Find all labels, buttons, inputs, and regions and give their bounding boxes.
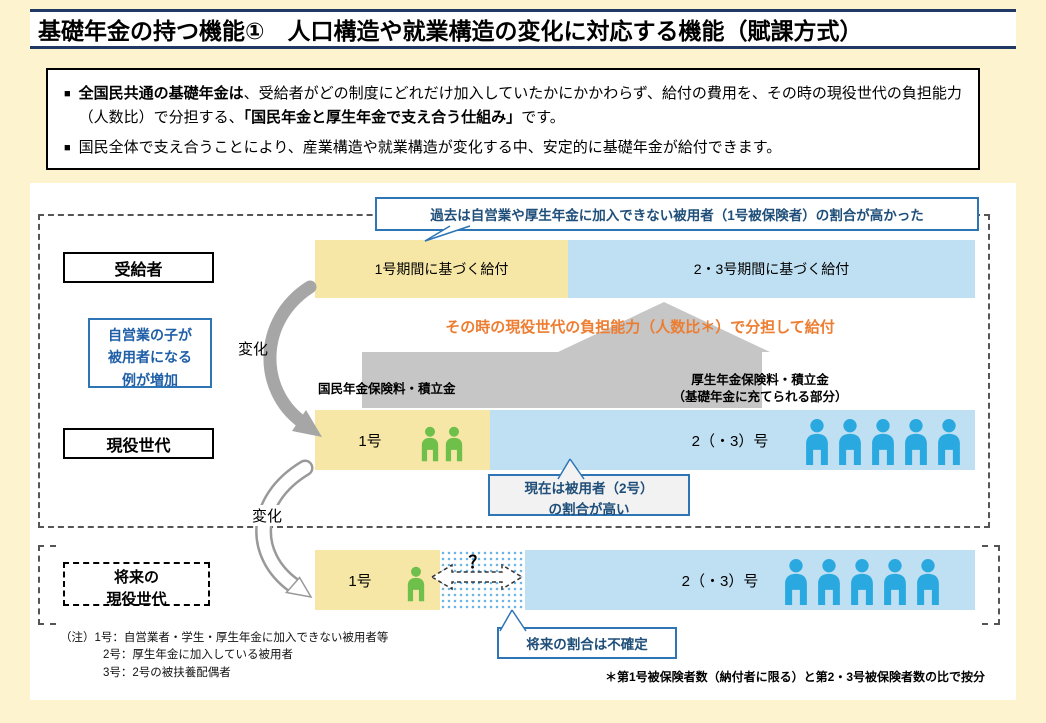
- footnote-line2: 2号：厚生年金に加入している被用者: [103, 649, 294, 662]
- workers-type23-label: 2（・3）号: [691, 433, 769, 450]
- recipients-label-box: 受給者: [63, 252, 214, 283]
- future-type23-label: 2（・3）号: [681, 573, 759, 590]
- bullet-square-icon: ■: [64, 88, 71, 100]
- page-title-bar: 基礎年金の持つ機能① 人口構造や就業構造の変化に対応する機能（賦課方式）: [30, 9, 1016, 49]
- intro-box: ■ 全国民共通の基礎年金は、受給者がどの制度にどれだけ加入していたかにかかわらず…: [46, 68, 980, 170]
- question-mark: ？: [468, 553, 486, 572]
- recipients-bar-type23-label: 2・3号期間に基づく給付: [693, 261, 850, 277]
- workers-type1-label: 1号: [358, 433, 382, 450]
- page-title: 基礎年金の持つ機能① 人口構造や就業構造の変化に対応する機能（賦課方式）: [38, 18, 863, 44]
- intro-bullet-2-text: 国民全体で支え合うことにより、産業構造や就業構造が変化する中、安定的に基礎年金が…: [78, 139, 782, 156]
- future-blue-persons: [782, 559, 942, 605]
- workers-label-box: 現役世代: [63, 428, 214, 459]
- workers-green-persons: [420, 424, 464, 464]
- intro-bullet-2: ■ 国民全体で支え合うことにより、産業構造や就業構造が変化する中、安定的に基礎年…: [64, 136, 962, 160]
- recipients-bar-type1: 1号期間に基づく給付: [315, 240, 568, 298]
- change-label-bottom: 変化: [252, 505, 298, 526]
- person-icon: [872, 419, 894, 465]
- person-icon: [407, 566, 425, 602]
- change-label-top: 変化: [238, 341, 269, 358]
- contribution-left-label: 国民年金保険料・積立金: [318, 382, 456, 396]
- recipients-bar-type23: 2・3号期間に基づく給付: [568, 240, 975, 298]
- person-icon: [445, 426, 463, 462]
- self-employed-callout-line3: 例が増加: [122, 371, 178, 388]
- current-ratio-callout: 現在は被用者（2号） の割合が高い: [488, 474, 690, 517]
- person-icon: [421, 426, 439, 462]
- future-type1-label: 1号: [348, 573, 372, 590]
- intro-bullet-1: ■ 全国民共通の基礎年金は、受給者がどの制度にどれだけ加入していたかにかかわらず…: [64, 82, 962, 130]
- contribution-right-label: 厚生年金保険料・積立金 （基礎年金に充てられる部分）: [635, 372, 885, 406]
- person-icon: [785, 559, 807, 605]
- future-workers-label-box: 将来の 現役世代: [63, 562, 210, 608]
- footnote-line3: 3号：2号の被扶養配偶者: [103, 666, 231, 679]
- allocation-note: その時の現役世代の負担能力（人数比＊）で分担して給付: [445, 319, 835, 336]
- footnote-line1: （注）1号：自営業者・学生・厚生年金に加入できない被用者等: [60, 632, 389, 644]
- person-icon: [905, 419, 927, 465]
- past-callout-text: 過去は自営業や厚生年金に加入できない被用者（1号被保険者）の割合が高かった: [430, 208, 924, 223]
- recipients-bar-type1-label: 1号期間に基づく給付: [374, 261, 509, 277]
- future-ratio-text: 将来の割合は不確定: [526, 637, 648, 652]
- future-ratio-callout: 将来の割合は不確定: [497, 627, 677, 659]
- contribution-right-line1: 厚生年金保険料・積立金: [691, 373, 829, 387]
- current-ratio-line2: の割合が高い: [548, 501, 630, 517]
- future-right-bracket: [982, 545, 1000, 625]
- person-icon: [818, 559, 840, 605]
- workers-label: 現役世代: [106, 437, 171, 455]
- self-employed-callout: 自営業の子が 被用者になる 例が増加: [88, 318, 212, 388]
- past-callout: 過去は自営業や厚生年金に加入できない被用者（1号被保険者）の割合が高かった: [375, 197, 979, 231]
- person-icon: [839, 419, 861, 465]
- person-icon: [806, 419, 828, 465]
- intro-bullet-1-text: 全国民共通の基礎年金は、受給者がどの制度にどれだけ加入していたかにかかわらず、給…: [78, 85, 962, 126]
- asterisk-note: ＊第1号被保険者数（納付者に限る）と第2・3号被保険者数の比で按分: [604, 670, 985, 684]
- footnotes: （注）1号：自営業者・学生・厚生年金に加入できない被用者等 2号：厚生年金に加入…: [60, 630, 420, 682]
- person-icon: [884, 559, 906, 605]
- person-icon: [938, 419, 960, 465]
- future-workers-label-line1: 将来の: [113, 569, 159, 586]
- recipients-label: 受給者: [114, 261, 163, 279]
- bullet-square-icon: ■: [64, 142, 71, 154]
- workers-blue-persons: [803, 419, 963, 465]
- person-icon: [917, 559, 939, 605]
- self-employed-callout-line2: 被用者になる: [108, 349, 192, 366]
- future-green-person: [406, 564, 426, 604]
- person-icon: [851, 559, 873, 605]
- self-employed-callout-line1: 自営業の子が: [108, 327, 192, 343]
- future-workers-label-line2: 現役世代: [106, 590, 167, 608]
- contribution-right-line2: （基礎年金に充てられる部分）: [672, 389, 848, 404]
- future-left-bracket: [38, 545, 56, 625]
- current-ratio-line1: 現在は被用者（2号）: [524, 481, 654, 496]
